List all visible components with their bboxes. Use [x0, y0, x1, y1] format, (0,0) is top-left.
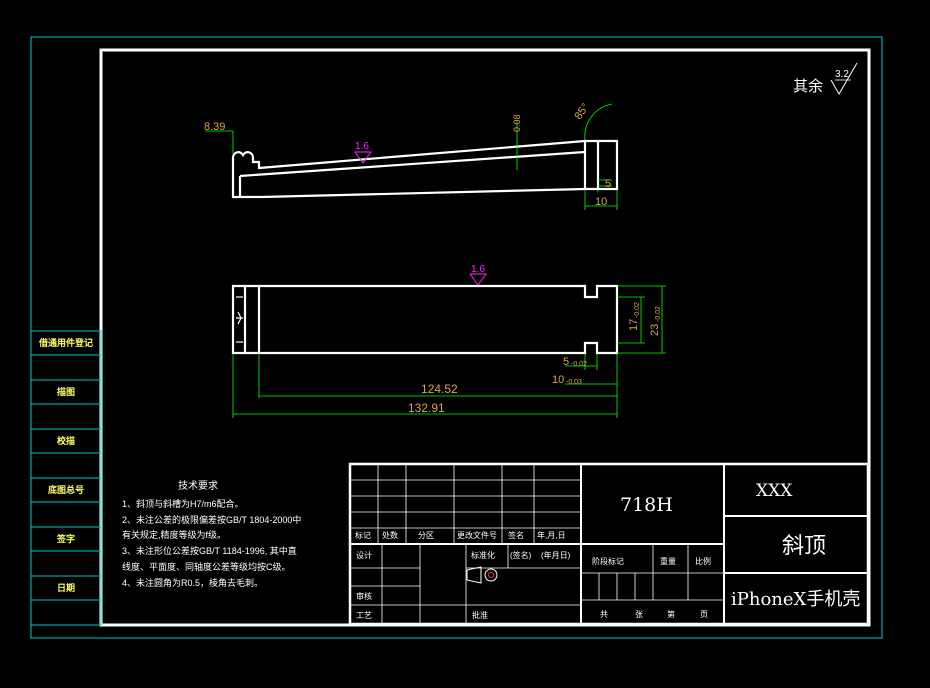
title-block-grid — [348, 462, 870, 626]
front-view-dims — [232, 285, 666, 418]
tech-req-item: 有关规定,精度等级为f级。 — [122, 529, 226, 540]
dim-inner-tol: -0.02 — [634, 302, 641, 318]
rev-header: 更改文件号 — [457, 530, 497, 540]
dim-slot-tol: -0.02 — [571, 361, 587, 368]
tech-req-item: 线度、平面度、同轴度公差等级均按C级。 — [122, 561, 291, 572]
product-name: iPhoneX手机壳 — [731, 589, 860, 610]
angle-label: 85° — [572, 101, 591, 122]
surface-note-roughness: 3.2 — [835, 69, 849, 80]
rev-header: 年,月,日 — [537, 530, 565, 540]
review-label: 审核 — [356, 591, 372, 601]
dim-inner-height: 17 — [628, 319, 640, 331]
sheet-footer: 第 — [667, 609, 675, 619]
standardize-label: 标准化 — [471, 550, 495, 560]
dim-small-vertical: 0.08 — [512, 114, 522, 132]
top-view-outline — [231, 139, 619, 199]
stage-header: 阶段标记 — [592, 556, 624, 566]
tech-req-item: 3、未注形位公差按GB/T 1184-1996, 其中直 — [122, 545, 297, 556]
roughness-mark-top: 1.6 — [355, 141, 369, 152]
dim-end: 10 — [595, 196, 607, 208]
dim-step: 5 — [605, 178, 611, 190]
dim-slot: 5 — [563, 356, 569, 368]
rev-header: 签名 — [508, 530, 524, 540]
rev-header: 处数 — [382, 530, 398, 540]
date-label: (年月日) — [541, 550, 571, 560]
side-cell-label: 底图总号 — [48, 484, 84, 495]
approve-label: 批准 — [472, 610, 488, 620]
stage-header: 比例 — [695, 556, 711, 566]
surface-note-label: 其余 — [793, 77, 823, 95]
front-view-outline — [231, 284, 619, 355]
projection-symbol-icon — [466, 566, 498, 584]
roughness-mark-front: 1.6 — [471, 264, 485, 275]
signature-label: (签名) — [510, 550, 532, 560]
dim-outer-tol: -0.02 — [655, 306, 662, 322]
side-cell-label: 签字 — [56, 533, 75, 544]
design-label: 设计 — [356, 550, 372, 560]
process-label: 工艺 — [356, 611, 372, 620]
part-name: 斜顶 — [782, 534, 826, 559]
dim-length-inner: 124.52 — [421, 382, 458, 396]
tech-req-item: 2、未注公差的极限偏差按GB/T 1804-2000中 — [122, 514, 301, 525]
company-name: XXX — [756, 481, 793, 501]
roughness-mark-icon — [469, 273, 487, 286]
dim-length-total: 132.91 — [408, 401, 445, 415]
side-cell-label: 日期 — [57, 582, 75, 593]
tech-req-item: 1、斜顶与斜槽为H7/m6配合。 — [122, 498, 244, 509]
part-number: 718H — [620, 494, 673, 516]
tech-req-title: 技术要求 — [178, 479, 218, 492]
tech-req-item: 4、未注圆角为R0.5，棱角去毛刺。 — [122, 577, 263, 588]
sheet-footer: 页 — [700, 610, 708, 619]
side-cell-label: 借通用件登记 — [38, 337, 93, 348]
rev-header: 分区 — [418, 531, 434, 540]
dim-top-left: 8.39 — [204, 121, 225, 133]
rev-header: 标记 — [355, 530, 371, 540]
roughness-mark-icon — [354, 151, 372, 164]
dim-slot2-tol: -0.03 — [566, 379, 582, 386]
roughness-symbol — [830, 62, 858, 96]
top-view-dims — [205, 103, 618, 210]
dim-outer-height: 23 — [649, 324, 661, 336]
front-view-hatch — [236, 296, 243, 343]
dim-slot2: 10 — [552, 374, 564, 386]
side-cell-label: 描图 — [57, 386, 75, 397]
side-panel — [30, 330, 102, 626]
stage-header: 重量 — [660, 556, 676, 566]
side-cell-label: 校描 — [57, 435, 75, 446]
sheet-footer: 张 — [635, 610, 643, 619]
sheet-footer: 共 — [600, 610, 608, 619]
